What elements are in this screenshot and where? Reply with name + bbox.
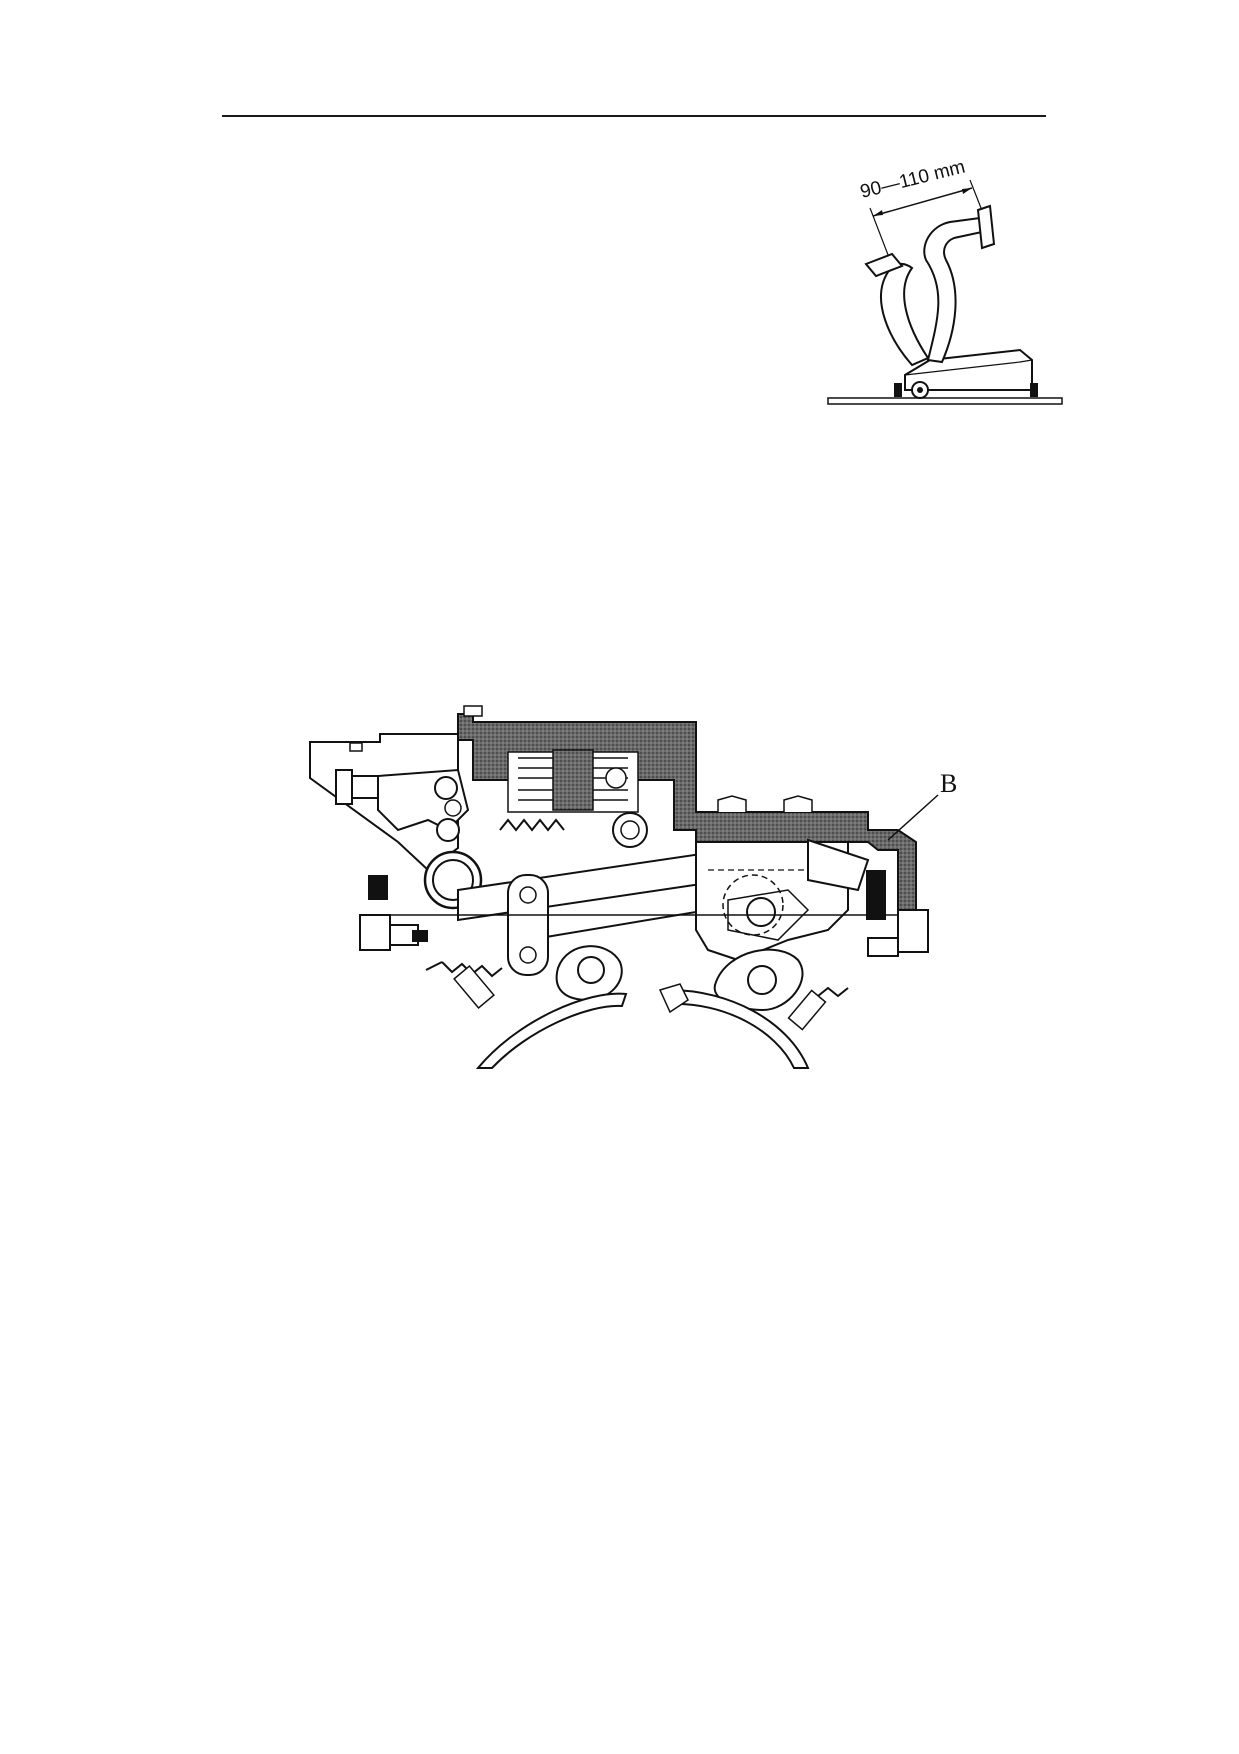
brake-drawing: B bbox=[309, 705, 957, 1069]
right-pedal-pad bbox=[976, 204, 996, 250]
left-brake-drum bbox=[475, 992, 628, 1069]
callout-label-b: B bbox=[940, 769, 957, 798]
left-pedal-pad bbox=[864, 252, 904, 278]
dimension-line bbox=[872, 187, 973, 217]
right-fitting bbox=[897, 909, 929, 953]
top-bolt-2 bbox=[717, 795, 747, 812]
right-fitting-top bbox=[866, 870, 886, 920]
extension-line-left bbox=[869, 207, 891, 261]
vertical-link bbox=[507, 874, 549, 976]
right-tension-spring bbox=[787, 989, 827, 1031]
pivot-1 bbox=[434, 776, 458, 800]
housing-bolt-right bbox=[1030, 383, 1038, 397]
connecting-link bbox=[457, 848, 729, 922]
header-rule bbox=[222, 115, 1046, 117]
pedal-drawing: 90—110 mm bbox=[827, 157, 1063, 405]
cam-pivot bbox=[746, 897, 776, 927]
pedal-figure: 90—110 mm bbox=[820, 150, 1080, 415]
pivot-2 bbox=[436, 818, 460, 842]
actuator-piston bbox=[552, 749, 594, 811]
right-pedal-arm bbox=[923, 216, 984, 364]
right-piston-rod bbox=[807, 838, 870, 892]
top-bolt-1 bbox=[463, 705, 483, 717]
adjuster-knob bbox=[335, 769, 353, 805]
pedal-dimension-label: 90—110 mm bbox=[858, 157, 967, 203]
left-fitting-top bbox=[368, 875, 388, 900]
left-pedal-arm bbox=[880, 262, 930, 367]
return-spring-upper bbox=[499, 818, 565, 832]
cam-outline bbox=[722, 874, 784, 936]
brake-figure: B bbox=[308, 700, 960, 1070]
top-bolt-3 bbox=[783, 795, 813, 812]
base-plate bbox=[827, 397, 1063, 405]
callout-leader-line bbox=[887, 794, 939, 841]
left-fitting bbox=[359, 914, 391, 951]
housing-bolt-left bbox=[894, 383, 902, 397]
